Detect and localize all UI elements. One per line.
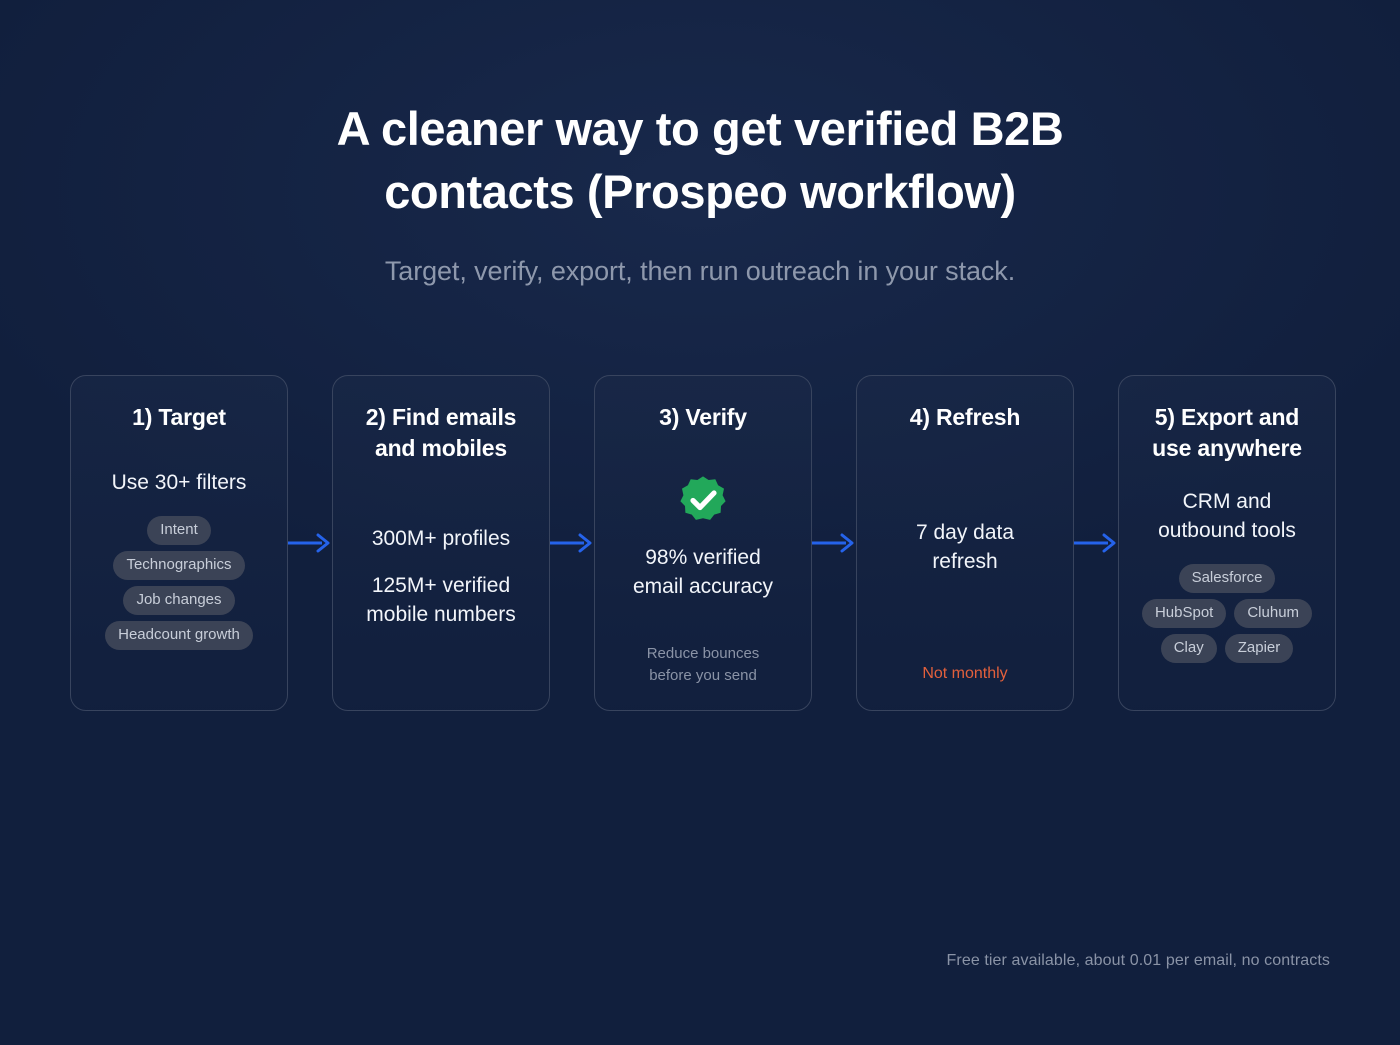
workflow-step-card-1-target[interactable]: 1) Target Use 30+ filters Intent Technog… [70,375,288,711]
step-1-pill-group: Intent Technographics Job changes Headco… [85,516,273,654]
step-5-stat-tools: CRM and outbound tools [1158,488,1296,546]
filter-pill-technographics[interactable]: Technographics [113,551,245,581]
page-title-line-2: contacts (Prospeo workflow) [384,164,1016,218]
arrow-right-icon [812,533,854,553]
step-5-title-line-1: 5) Export and [1154,404,1300,430]
step-3-badge-wrap [677,474,729,526]
step-4-stat-line-2: refresh [932,550,998,574]
step-4-stat-refresh: 7 day data refresh [916,519,1014,577]
connector-1 [288,375,332,711]
step-1-stat: Use 30+ filters [111,471,247,495]
step-3-note-line-2: before you send [649,666,757,684]
step-2-title: 2) Find emails and mobiles [366,402,517,465]
step-2-title-line-2: and mobiles [374,435,507,462]
integration-pill-cluhum[interactable]: Cluhum [1234,598,1313,628]
step-5-stat-line-1: CRM and [1182,489,1272,513]
step-1-title: 1) Target [132,404,226,430]
step-3-stat-line-2: email accuracy [632,575,774,599]
step-5-pill-group: Salesforce HubSpot Cluhum Clay Zapier [1133,563,1321,667]
step-5-title: 5) Export and use anywhere [1152,402,1302,465]
step-2-body: 300M+ profiles 125M+ verified mobile num… [347,465,535,690]
verified-check-badge-icon [680,476,726,521]
integration-pill-salesforce[interactable]: Salesforce [1178,563,1276,593]
page-title: A cleaner way to get verified B2B contac… [250,98,1150,224]
step-2-stat-mobile-numbers: 125M+ verified mobile numbers [366,572,515,630]
page-title-line-1: A cleaner way to get verified B2B [336,102,1064,155]
workflow-step-card-2-find-emails-and-mobiles[interactable]: 2) Find emails and mobiles 300M+ profile… [332,375,550,711]
workflow-step-card-5-export-and-use-anywhere[interactable]: 5) Export and use anywhere CRM and outbo… [1118,375,1336,711]
page-subtitle: Target, verify, export, then run outreac… [384,255,1016,286]
integration-pill-zapier[interactable]: Zapier [1224,633,1294,663]
step-1-body: Use 30+ filters Intent Technographics Jo… [85,433,273,690]
filter-pill-intent[interactable]: Intent [147,516,211,546]
integration-pill-hubspot[interactable]: HubSpot [1141,598,1227,628]
arrow-right-icon [288,533,330,553]
connector-2 [550,375,594,711]
step-4-stat-line-1: 7 day data [915,521,1015,545]
step-5-body: CRM and outbound tools Salesforce HubSpo… [1133,465,1321,690]
filter-pill-job-changes[interactable]: Job changes [123,586,235,616]
step-5-title-line-2: use anywhere [1152,435,1302,462]
step-3-note: Reduce bounces before you send [647,643,760,690]
step-3-title: 3) Verify [659,404,747,430]
step-5-stat-line-2: outbound tools [1158,518,1296,542]
page-header: A cleaner way to get verified B2B contac… [0,0,1400,287]
step-4-title: 4) Refresh [909,404,1021,430]
arrow-right-icon [1074,533,1116,553]
integration-pill-clay[interactable]: Clay [1160,633,1217,663]
footer-note: Free tier available, about 0.01 per emai… [946,952,1330,969]
step-3-stat-line-1: 98% verified [645,546,761,570]
workflow-step-card-4-refresh[interactable]: 4) Refresh 7 day data refresh Not monthl… [856,375,1074,711]
arrow-right-icon [550,533,592,553]
step-2-stat-profiles: 300M+ profiles [371,526,511,550]
step-4-note-not-monthly: Not monthly [922,665,1008,683]
step-3-stat-accuracy: 98% verified email accuracy [633,544,773,602]
connector-3 [812,375,856,711]
step-4-body: 7 day data refresh [871,433,1059,663]
step-2-stat-mobile-line-2: mobile numbers [366,602,516,626]
step-2-stat-mobile-line-1: 125M+ verified [371,573,511,597]
workflow-flow: 1) Target Use 30+ filters Intent Technog… [70,375,1336,711]
workflow-step-card-3-verify[interactable]: 3) Verify 98% verified email accuracy Re… [594,375,812,711]
step-2-title-line-1: 2) Find emails [365,404,517,430]
connector-4 [1074,375,1118,711]
filter-pill-headcount-growth[interactable]: Headcount growth [105,621,253,651]
step-3-note-line-1: Reduce bounces [646,645,760,663]
step-3-body: 98% verified email accuracy [609,433,797,643]
